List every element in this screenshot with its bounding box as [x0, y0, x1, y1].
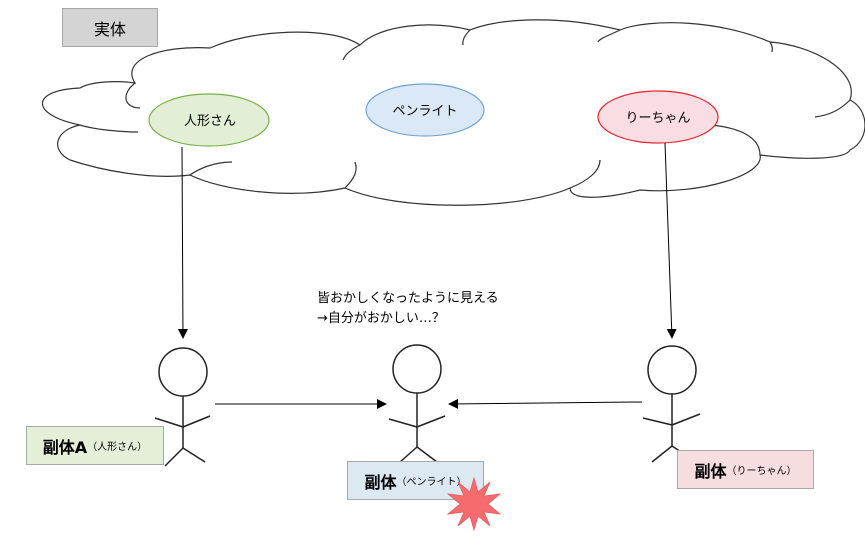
node-penlight-ellipse: [365, 83, 485, 137]
arrow-copy-lee-to-center: [448, 398, 643, 409]
node-penlight-label: ペンライト: [392, 104, 458, 119]
entity-section-label: 実体: [62, 8, 158, 47]
arrow-ningyo-to-copy: [177, 146, 188, 339]
node-lee-label: りーちゃん: [625, 111, 691, 126]
copy-a-sub: （人形さん）: [87, 442, 148, 453]
copy-penlight-sub: （ペンライト）: [396, 477, 467, 488]
stick-figure-center: [388, 344, 446, 463]
thought-annotation: 皆おかしくなったように見える →自分がおかしい…？: [317, 289, 499, 329]
copy-lee-sub: （りーちゃん）: [726, 466, 797, 477]
thought-line-2: →自分がおかしい…？: [317, 311, 445, 326]
node-ningyo-ellipse: [148, 93, 270, 147]
node-ningyo-label: 人形さん: [183, 114, 236, 129]
copy-penlight-label: 副体（ペンライト）: [347, 461, 484, 500]
copy-a-label: 副体A（人形さん）: [26, 426, 164, 465]
stick-figure-right: [642, 345, 701, 463]
node-lee-ellipse: [597, 90, 719, 144]
arrow-lee-to-copy: [664, 142, 677, 339]
copy-a-main: 副体A: [42, 437, 88, 457]
thought-line-1: 皆おかしくなったように見える: [317, 291, 499, 306]
burst-icon: [446, 476, 502, 532]
stick-figure-left: [154, 347, 211, 467]
copy-penlight-main: 副体: [364, 472, 397, 492]
copy-lee-main: 副体: [694, 461, 727, 481]
copy-lee-label: 副体（りーちゃん）: [677, 450, 814, 489]
